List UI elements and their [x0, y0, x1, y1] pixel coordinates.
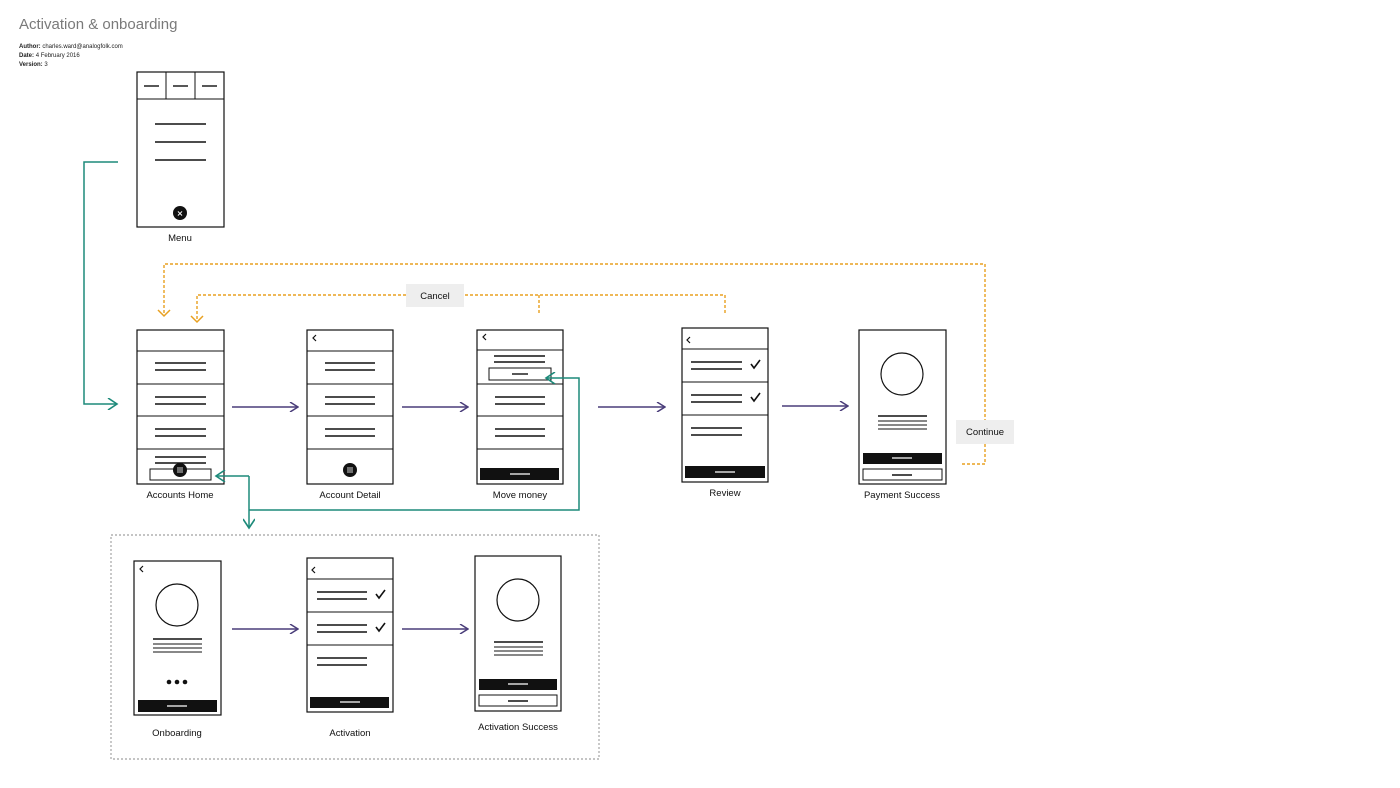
version-line: Version: 3	[19, 62, 48, 68]
continue-button[interactable]: Continue	[956, 420, 1014, 444]
cancel-label: Cancel	[420, 291, 450, 302]
screen-review[interactable]	[681, 327, 769, 483]
label-move-money: Move money	[493, 490, 548, 501]
date-value: 4 February 2016	[35, 53, 80, 59]
label-menu: Menu	[168, 233, 192, 244]
label-accounts-home: Accounts Home	[146, 490, 213, 501]
pager-dot-icon	[174, 679, 180, 685]
return-arrow-cancel-review	[464, 294, 726, 313]
pager-dot-icon	[182, 679, 188, 685]
label-payment-success: Payment Success	[864, 490, 940, 501]
return-arrowhead-continue	[157, 309, 171, 318]
check-icon	[375, 622, 386, 633]
check-icon	[375, 589, 386, 600]
author-value: charles.ward@analogfolk.com	[42, 44, 123, 50]
date-line: Date: 4 February 2016	[19, 53, 80, 59]
nav-arrow-menu-to-home	[83, 161, 118, 404]
screen-move-money[interactable]	[476, 329, 564, 485]
screen-payment-success[interactable]	[858, 329, 947, 485]
screen-activation-success[interactable]	[474, 555, 562, 712]
label-activation-success: Activation Success	[478, 722, 558, 733]
continue-label: Continue	[966, 427, 1004, 438]
close-icon[interactable]	[173, 206, 187, 220]
label-account-detail: Account Detail	[319, 490, 380, 501]
back-icon[interactable]	[139, 565, 144, 573]
version-value: 3	[44, 62, 48, 68]
back-icon[interactable]	[482, 333, 487, 341]
svg-text:×: ×	[177, 209, 184, 218]
back-icon[interactable]	[311, 566, 316, 574]
check-icon	[750, 392, 761, 403]
screen-menu[interactable]: ×	[136, 71, 225, 228]
back-icon[interactable]	[312, 334, 317, 342]
check-icon	[750, 359, 761, 370]
pager-dot-icon	[166, 679, 172, 685]
return-arrowhead-cancel	[190, 315, 204, 324]
back-icon[interactable]	[686, 336, 691, 344]
author-line: Author: charles.ward@analogfolk.com	[19, 44, 123, 50]
screen-onboarding[interactable]	[133, 560, 222, 716]
onboarding-group-boundary	[110, 534, 600, 760]
screen-activation[interactable]	[306, 557, 394, 713]
return-arrow-continue	[163, 263, 986, 465]
screen-accounts-home[interactable]	[136, 329, 225, 485]
label-review: Review	[709, 488, 740, 499]
screen-account-detail[interactable]	[306, 329, 394, 485]
return-arrow-cancel	[196, 294, 406, 322]
page-title: Activation & onboarding	[19, 16, 178, 33]
label-onboarding: Onboarding	[152, 728, 202, 739]
cancel-button[interactable]: Cancel	[406, 284, 464, 307]
label-activation: Activation	[329, 728, 370, 739]
nav-arrow-to-move-money-field	[249, 378, 580, 511]
